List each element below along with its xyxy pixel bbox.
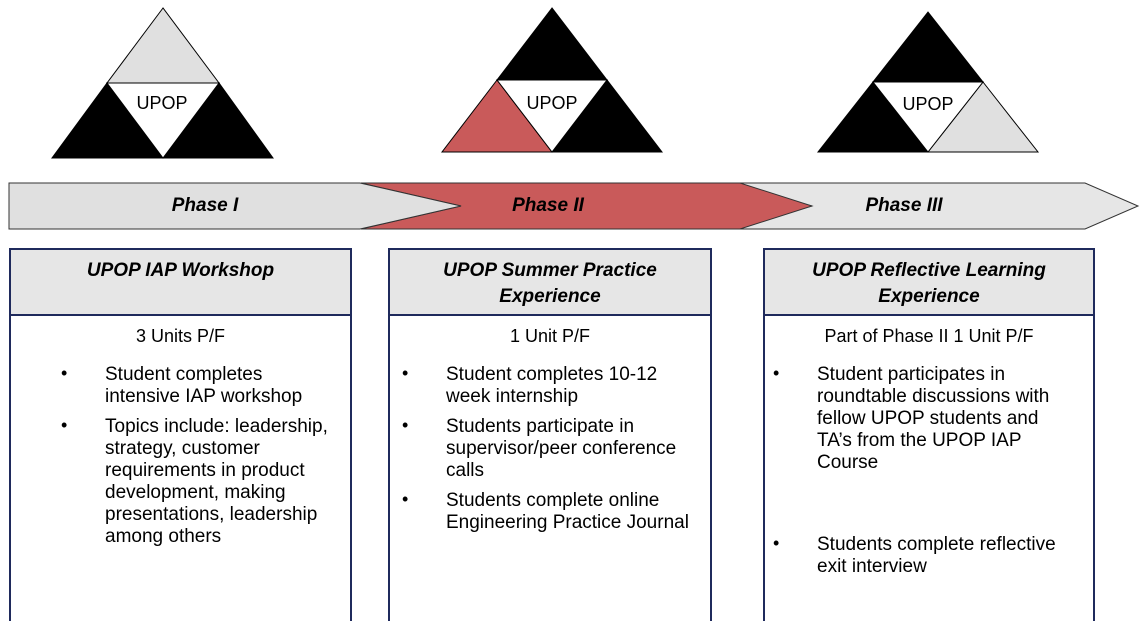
list-item: • Student completes intensive IAP worksho…	[61, 363, 340, 408]
list-item-text: Students complete online Engineering Pra…	[446, 490, 689, 533]
bullet-icon: •	[61, 363, 68, 383]
phase-1-box: UPOP IAP Workshop 3 Units P/F • Student c…	[9, 248, 352, 621]
list-item-text: Student completes 10-12 week internship	[446, 364, 658, 407]
bullet-icon: •	[402, 363, 409, 383]
bullet-icon: •	[773, 363, 780, 383]
phase-arrow-1	[8, 182, 462, 230]
triangle-center-section	[106, 82, 220, 159]
triangle-phase-1	[51, 7, 274, 159]
bullet-icon: •	[402, 489, 409, 509]
list-item: • Topics include: leadership, strategy, c…	[61, 415, 340, 548]
bullet-list: • Student completes intensive IAP worksho…	[61, 363, 340, 548]
box-title: UPOP Summer Practice Experience	[443, 260, 657, 307]
list-item-text: Students complete reflective exit interv…	[817, 534, 1056, 577]
triangle-center-section	[871, 81, 985, 153]
bullet-icon: •	[773, 533, 780, 553]
phase-2-box: UPOP Summer Practice Experience 1 Unit P…	[388, 248, 712, 621]
list-item: • Students participate in supervisor/peer…	[402, 415, 704, 482]
list-item: • Student completes 10-12 week internship	[402, 363, 704, 408]
bullet-list: • Student participates in roundtable disc…	[773, 363, 1065, 578]
phase-label-1: Phase I	[171, 195, 239, 216]
triangle-phase-2	[440, 7, 664, 153]
list-item-text: Student completes intensive IAP workshop	[105, 364, 303, 407]
box-units: 1 Unit P/F	[509, 326, 591, 346]
list-item-text: Students participate in supervisor/peer …	[446, 416, 677, 481]
list-item: • Students complete online Engineering Pr…	[402, 489, 704, 534]
list-item: • Students complete reflective exit inter…	[773, 533, 1065, 578]
phase-label-3: Phase III	[865, 195, 943, 216]
triangle-label: UPOP	[902, 94, 954, 114]
triangle-label: UPOP	[526, 93, 578, 113]
bullet-icon: •	[402, 415, 409, 435]
triangle-phase-3	[816, 11, 1040, 153]
list-item-text: Topics include: leadership, strategy, cu…	[105, 416, 328, 547]
phase-3-box: UPOP Reflective Learning Experience Part…	[763, 248, 1095, 621]
box-header: UPOP Summer Practice Experience	[390, 250, 710, 316]
box-header: UPOP Reflective Learning Experience	[765, 250, 1093, 316]
triangle-label: UPOP	[136, 93, 188, 113]
box-units: Part of Phase II 1 Unit P/F	[824, 326, 1034, 346]
bullet-icon: •	[61, 415, 68, 435]
triangle-center-section	[495, 79, 609, 153]
box-units: 3 Units P/F	[135, 326, 226, 346]
list-item-text: Student participates in roundtable discu…	[817, 364, 1050, 473]
box-title: UPOP IAP Workshop	[86, 260, 275, 281]
box-title: UPOP Reflective Learning Experience	[812, 260, 1046, 307]
list-item: • Student participates in roundtable disc…	[773, 363, 1065, 474]
phase-label-2: Phase II	[512, 195, 584, 216]
phase-arrows	[8, 182, 1140, 230]
box-header: UPOP IAP Workshop	[11, 250, 350, 316]
bullet-list: • Student completes 10-12 week internship…	[402, 363, 704, 534]
